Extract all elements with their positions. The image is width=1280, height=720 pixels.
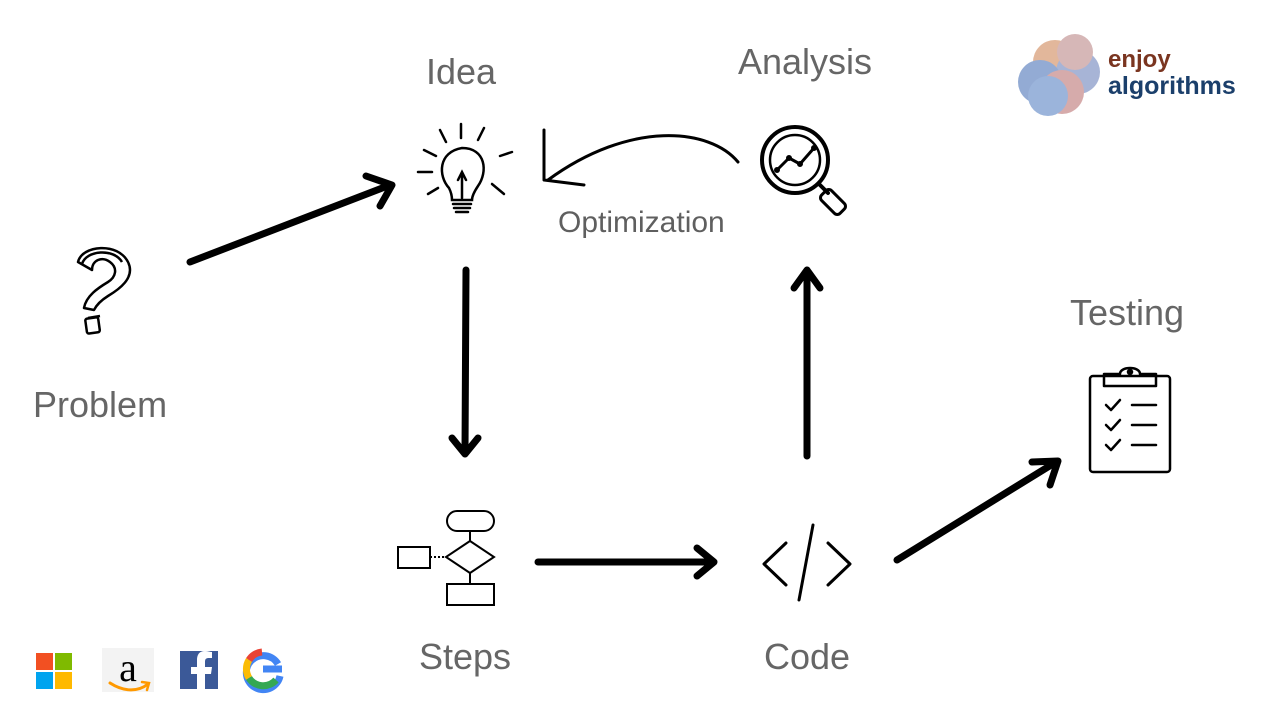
arrow-idea-to-steps bbox=[448, 266, 482, 458]
brand-logo-text: enjoy algorithms bbox=[1108, 48, 1236, 99]
clipboard-checklist-icon bbox=[1088, 366, 1172, 474]
label-testing: Testing bbox=[1070, 292, 1185, 333]
flowchart-icon bbox=[397, 510, 496, 606]
facebook-logo-icon bbox=[180, 651, 218, 689]
arrow-steps-to-code bbox=[534, 544, 718, 580]
label-idea: Idea bbox=[426, 51, 497, 92]
label-steps: Steps bbox=[419, 636, 512, 677]
lightbulb-icon bbox=[416, 122, 514, 214]
enjoyalgorithms-logo-icon bbox=[1018, 34, 1100, 116]
amazon-logo-icon: a bbox=[102, 645, 154, 692]
arrow-problem-to-idea bbox=[186, 172, 396, 266]
label-optimization: Optimization bbox=[558, 206, 725, 239]
label-analysis: Analysis bbox=[738, 41, 873, 82]
code-icon bbox=[762, 523, 852, 602]
arrow-analysis-to-idea-optimization bbox=[542, 128, 740, 187]
label-problem: Problem bbox=[33, 384, 168, 425]
arrow-code-to-testing bbox=[893, 457, 1062, 564]
label-code: Code bbox=[764, 636, 851, 677]
microsoft-logo-icon bbox=[36, 653, 72, 689]
brand-logo-line2: algorithms bbox=[1108, 72, 1236, 100]
brand-logo-line1: enjoy bbox=[1108, 46, 1171, 73]
analysis-magnifier-icon bbox=[760, 125, 847, 216]
question-mark-icon bbox=[76, 246, 132, 335]
svg-text:a: a bbox=[119, 645, 137, 690]
google-logo-icon bbox=[242, 648, 284, 694]
arrow-code-to-analysis bbox=[790, 266, 824, 460]
